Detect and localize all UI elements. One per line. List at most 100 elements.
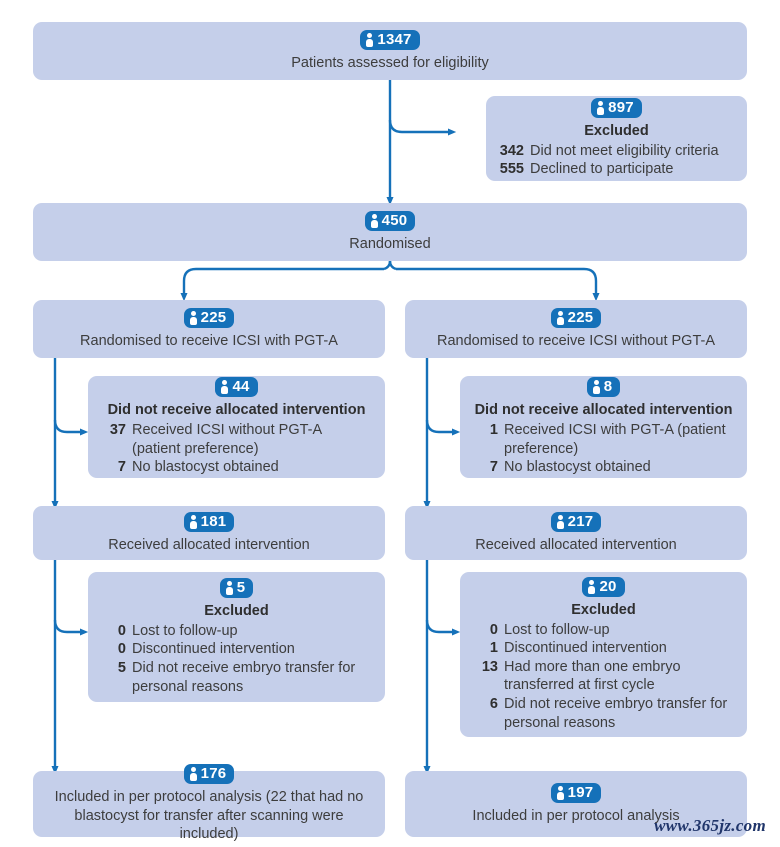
reason-row: 342 Did not meet eligibility criteria xyxy=(498,142,735,161)
person-icon xyxy=(370,213,378,228)
reason-count: 13 xyxy=(481,658,498,675)
participant-count-badge: 44 xyxy=(215,377,258,398)
participant-count: 225 xyxy=(567,308,594,326)
reason-row: 0 Lost to follow-up xyxy=(472,621,735,640)
reason-text: Did not meet eligibility criteria xyxy=(530,142,719,159)
reason-count: 5 xyxy=(117,659,126,676)
badge-row-received-left: 181 xyxy=(45,511,373,533)
participant-count: 176 xyxy=(200,764,227,782)
node-label: Randomised to receive ICSI with PGT-A xyxy=(80,332,338,349)
person-icon xyxy=(556,785,564,800)
reason-row: 0 Discontinued intervention xyxy=(100,640,373,659)
node-heading: Excluded xyxy=(584,123,649,140)
node-heading: Did not receive allocated intervention xyxy=(474,402,733,419)
person-icon xyxy=(588,579,596,594)
participant-count: 450 xyxy=(381,211,408,229)
reason-row: 0 Lost to follow-up xyxy=(100,622,373,641)
participant-count-badge: 225 xyxy=(183,307,235,328)
reason-text: No blastocyst obtained xyxy=(132,459,279,476)
badge-row-analysis-right: 197 xyxy=(417,782,735,804)
participant-count: 197 xyxy=(567,783,594,801)
node-label: Received allocated intervention xyxy=(108,536,310,553)
badge-row-excluded-screening: 897 xyxy=(498,97,735,119)
node-label: Included in per protocol analysis (22 th… xyxy=(54,788,364,843)
reason-text: Declined to participate xyxy=(530,161,674,178)
badge-row-allocation-right: 225 xyxy=(417,307,735,329)
participant-count-badge: 176 xyxy=(183,763,235,784)
node-heading: Excluded xyxy=(204,603,269,620)
node-label: Received allocated intervention xyxy=(475,536,677,553)
reason-text: Did not receive embryo transfer for pers… xyxy=(504,696,728,731)
badge-row-allocation-left: 225 xyxy=(45,307,373,329)
reason-text: Discontinued intervention xyxy=(132,641,295,658)
reason-count: 555 xyxy=(499,161,524,178)
reason-row: 6 Did not receive embryo transfer for per… xyxy=(472,695,735,732)
participant-count-badge: 225 xyxy=(550,307,602,328)
reason-count: 37 xyxy=(109,422,126,439)
person-icon xyxy=(189,310,197,325)
person-icon xyxy=(556,514,564,529)
reason-text: Discontinued intervention xyxy=(504,640,667,657)
reason-list: 37 Received ICSI without PGT-A (patient p… xyxy=(100,421,373,477)
reason-row: 7 No blastocyst obtained xyxy=(100,458,373,477)
participant-count-badge: 8 xyxy=(586,377,621,398)
participant-count-badge: 450 xyxy=(364,210,416,231)
person-icon xyxy=(556,310,564,325)
reason-text: Lost to follow-up xyxy=(504,621,610,638)
watermark: www.365jz.com xyxy=(654,816,766,835)
reason-count: 0 xyxy=(117,622,126,639)
node-not-received-left: 44 Did not receive allocated interventio… xyxy=(88,376,385,478)
person-icon xyxy=(592,379,600,395)
node-randomised: 450 Randomised xyxy=(33,203,747,261)
node-assessed-for-eligibility: 1347 Patients assessed for eligibility xyxy=(33,22,747,80)
badge-row-analysis-left: 176 xyxy=(45,763,373,785)
node-received-left: 181 Received allocated intervention xyxy=(33,506,385,560)
participant-count: 44 xyxy=(232,378,250,396)
reason-row: 1 Discontinued intervention xyxy=(472,639,735,658)
badge-row-not-received-right: 8 xyxy=(472,377,735,398)
node-heading: Excluded xyxy=(571,602,636,618)
participant-count-badge: 1347 xyxy=(360,29,420,50)
reason-list: 0 Lost to follow-up 1 Discontinued interven… xyxy=(472,621,735,732)
person-icon xyxy=(366,32,374,47)
reason-text: Lost to follow-up xyxy=(132,622,238,639)
reason-count: 0 xyxy=(489,621,498,638)
participant-count: 8 xyxy=(603,378,613,396)
person-icon xyxy=(189,766,197,781)
node-not-received-right: 8 Did not receive allocated intervention… xyxy=(460,376,747,478)
participant-count: 181 xyxy=(200,512,227,530)
reason-text: Did not receive embryo transfer for pers… xyxy=(132,659,356,695)
node-excluded-screening: 897 Excluded 342 Did not meet eligibility… xyxy=(486,96,747,181)
node-label: Patients assessed for eligibility xyxy=(291,54,489,71)
reason-count: 7 xyxy=(489,459,498,476)
reason-count: 0 xyxy=(117,641,126,658)
participant-count-badge: 5 xyxy=(219,577,254,599)
node-label: Included in per protocol analysis xyxy=(472,807,680,824)
reason-text: Received ICSI with PGT-A (patient prefer… xyxy=(504,422,726,457)
participant-count-badge: 197 xyxy=(550,782,602,803)
reason-list: 342 Did not meet eligibility criteria 555 D… xyxy=(498,142,735,179)
reason-text: Received ICSI without PGT-A (patient pre… xyxy=(132,422,322,457)
badge-row-received-right: 217 xyxy=(417,511,735,533)
reason-row: 1 Received ICSI with PGT-A (patient prefe… xyxy=(472,421,735,458)
node-label: Randomised to receive ICSI without PGT-A xyxy=(436,332,716,349)
reason-count: 1 xyxy=(489,640,498,657)
reason-count: 342 xyxy=(499,142,524,159)
person-icon xyxy=(189,514,197,529)
node-label: Randomised xyxy=(349,235,431,252)
reason-row: 5 Did not receive embryo transfer for per… xyxy=(100,659,373,696)
participant-count-badge: 897 xyxy=(591,97,642,119)
reason-list: 1 Received ICSI with PGT-A (patient prefe… xyxy=(472,421,735,477)
reason-count: 6 xyxy=(489,696,498,713)
reason-text: Had more than one embryo transferred at … xyxy=(504,658,681,694)
reason-count: 1 xyxy=(489,422,498,439)
participant-count: 897 xyxy=(608,98,634,116)
reason-count: 7 xyxy=(117,459,126,476)
node-analysis-left: 176 Included in per protocol analysis (2… xyxy=(33,763,385,842)
person-icon xyxy=(225,580,233,596)
reason-text: No blastocyst obtained xyxy=(504,459,651,476)
node-analysis-right: 197 Included in per protocol analysis xyxy=(405,771,747,837)
node-received-right: 217 Received allocated intervention xyxy=(405,506,747,560)
